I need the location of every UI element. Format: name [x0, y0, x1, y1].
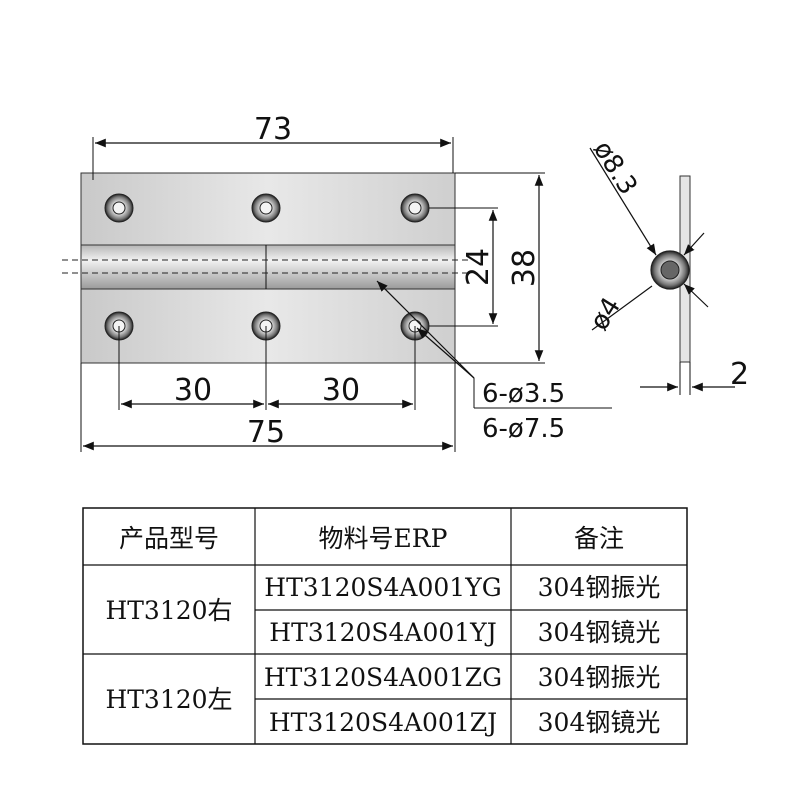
mounting-hole — [251, 193, 281, 223]
dim-bottom-width-label: 75 — [247, 415, 285, 450]
mounting-hole — [400, 193, 430, 223]
dimension-bottom-width: 75 — [80, 363, 456, 452]
dim-hole-spacing-right-label: 30 — [322, 373, 360, 408]
side-barrel-inner — [660, 260, 680, 280]
table-cell-note: 304钢振光 — [538, 573, 661, 602]
hole-label-large: 6-ø7.5 — [482, 414, 565, 444]
table-header-note: 备注 — [574, 524, 624, 553]
table-cell-note: 304钢振光 — [538, 663, 661, 692]
side-thickness-label: 2 — [730, 357, 749, 392]
hinge-side-view: ø8.3 ø4 2 — [584, 136, 749, 395]
dim-hole-spacing-left-label: 30 — [174, 373, 212, 408]
dimension-hole-spacing: 30 30 — [118, 326, 416, 410]
table-cell-erp: HT3120S4A001ZG — [264, 663, 502, 692]
table-header-model: 产品型号 — [119, 524, 219, 553]
side-diameter-outer-label: ø8.3 — [587, 136, 643, 200]
table-cell-erp: HT3120S4A001YG — [264, 573, 501, 602]
dim-top-width-label: 73 — [254, 112, 292, 147]
table-cell-erp: HT3120S4A001ZJ — [269, 708, 497, 737]
hole-label-small: 6-ø3.5 — [482, 379, 565, 409]
dimension-hole-pitch: 24 — [429, 207, 498, 327]
hinge-front-view — [62, 172, 468, 364]
spec-table: 产品型号 物料号ERP 备注 HT3120右 HT3120S4A001YG 30… — [82, 507, 688, 745]
table-cell-model: HT3120右 — [105, 596, 232, 625]
hinge-barrel — [80, 244, 456, 290]
hole-callout: 6-ø3.5 6-ø7.5 — [376, 280, 612, 444]
side-diameter-inner-label: ø4 — [584, 292, 627, 335]
table-cell-note: 304钢镜光 — [538, 618, 661, 647]
table-cell-erp: HT3120S4A001YJ — [269, 618, 496, 647]
mounting-hole — [104, 193, 134, 223]
dimension-top-width: 73 — [92, 112, 454, 180]
dim-hole-pitch-label: 24 — [461, 248, 496, 286]
dimension-height: 38 — [455, 172, 545, 364]
table-header-erp: 物料号ERP — [319, 524, 448, 553]
dim-height-label: 38 — [507, 249, 542, 287]
table-cell-note: 304钢镜光 — [538, 708, 661, 737]
table-cell-model: HT3120左 — [105, 685, 232, 714]
